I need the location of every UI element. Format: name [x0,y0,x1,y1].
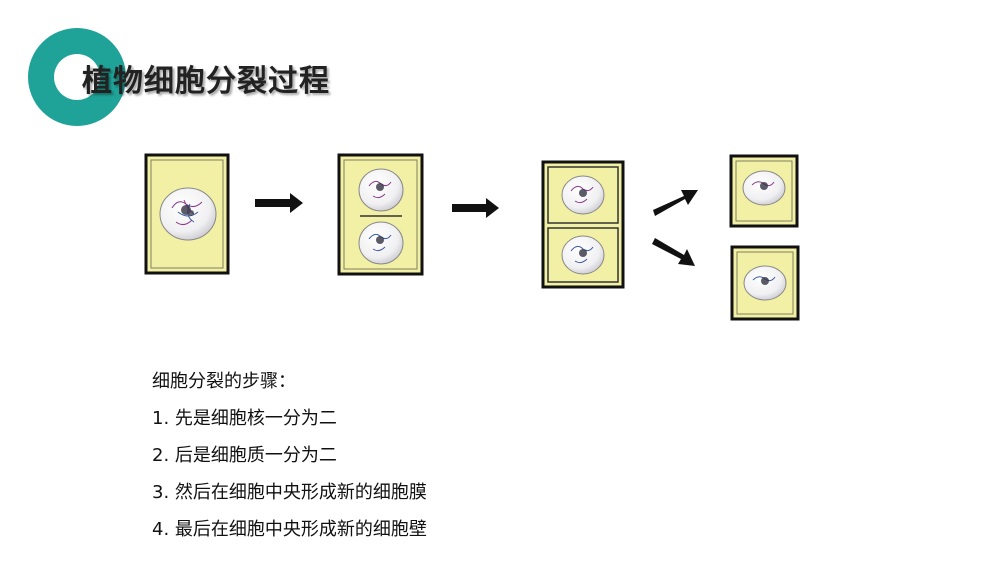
cell-stage-1 [144,153,230,275]
nucleus [159,187,217,241]
nucleus [743,265,787,301]
step-item: 3. 然后在细胞中央形成新的细胞膜 [152,482,427,503]
steps-heading: 细胞分裂的步骤： [152,371,296,392]
daughter-cell-top [729,154,799,228]
cell-stage-3 [541,160,625,289]
arrow-right-1 [255,193,303,213]
cell-stage-2 [337,153,424,276]
step-item: 2. 后是细胞质一分为二 [152,445,337,466]
nucleus-bottom [561,235,605,275]
arrow-down-right [652,238,695,266]
page-title: 植物细胞分裂过程 [82,64,330,99]
step-item: 4. 最后在细胞中央形成新的细胞壁 [152,519,427,540]
arrow-right-2 [452,198,499,218]
nucleus-bottom [358,221,404,265]
arrow-up-right [653,190,698,216]
step-item: 1. 先是细胞核一分为二 [152,408,337,429]
nucleus [742,170,786,206]
daughter-cell-bottom [730,245,800,321]
division-steps: 细胞分裂的步骤： 1. 先是细胞核一分为二 2. 后是细胞质一分为二 3. 然后… [152,368,427,553]
nucleus-top [561,175,605,215]
nucleus-top [358,168,404,212]
decorative-ring [28,28,126,126]
